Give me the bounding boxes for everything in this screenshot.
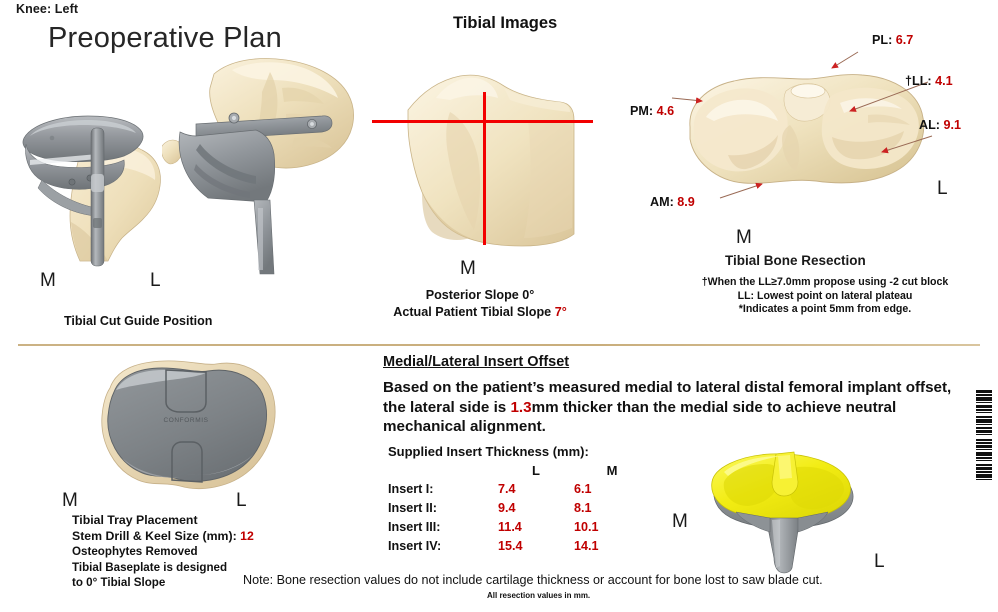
- actual-slope-value: 7°: [554, 305, 567, 319]
- callout-pm-value: 4.6: [656, 104, 675, 118]
- insert-4-label: Insert IV:: [388, 539, 442, 553]
- table-row: Insert I: 7.4 6.1: [388, 482, 650, 501]
- insert-4-lateral: 15.4: [498, 539, 523, 553]
- cutguide-medial-mark: M: [40, 270, 56, 291]
- insert-offset-paragraph: Based on the patient’s measured medial t…: [383, 378, 968, 437]
- insert-3-medial: 10.1: [574, 520, 599, 534]
- callout-pl-label: PL:: [872, 33, 896, 47]
- knee-side-label: Knee: Left: [16, 2, 79, 16]
- insert-col-lateral: L: [532, 463, 540, 478]
- tray-lateral-mark: L: [236, 490, 247, 511]
- insert-table-header-row: L M: [388, 462, 650, 482]
- implant-lateral-mark: L: [874, 551, 885, 572]
- callout-pl: PL: 6.7: [872, 33, 913, 47]
- insert-thickness-table: L M Insert I: 7.4 6.1 Insert II: 9.4 8.1…: [388, 462, 650, 558]
- tray-caption-block: Tibial Tray Placement Stem Drill & Keel …: [72, 513, 254, 591]
- insert-3-lateral: 11.4: [498, 520, 522, 534]
- resection-note-3: *Indicates a point 5mm from edge.: [738, 303, 912, 315]
- insert-1-lateral: 7.4: [498, 482, 516, 496]
- tray-placement-caption: Tibial Tray Placement: [72, 513, 198, 527]
- section-divider: [18, 344, 980, 346]
- crosshair-horizontal-line: [378, 120, 593, 123]
- stem-keel-label: Stem Drill & Keel Size (mm):: [72, 528, 241, 543]
- actual-slope-label: Actual Patient Tibial Slope: [393, 305, 555, 319]
- implant-medial-mark: M: [672, 511, 688, 532]
- slope-medial-mark: M: [460, 258, 476, 279]
- insert-2-lateral: 9.4: [498, 501, 516, 515]
- callout-pl-value: 6.7: [895, 33, 914, 47]
- cutguide-lateral-mark: L: [150, 270, 161, 291]
- insert-1-label: Insert I:: [388, 482, 434, 496]
- svg-text:CONFORMIS: CONFORMIS: [163, 417, 208, 424]
- tray-medial-mark: M: [62, 490, 78, 511]
- posterior-slope-label: Posterior Slope 0°: [425, 288, 535, 302]
- tibial-implant-assembly-graphic: [12, 98, 172, 273]
- baseplate-line-2: to 0° Tibial Slope: [72, 576, 166, 589]
- tibial-lateral-view-graphic: [378, 58, 593, 263]
- footer-sub-note: All resection values in mm.: [487, 591, 591, 600]
- crosshair-vertical-line: [483, 92, 486, 245]
- callout-am-label: AM:: [650, 195, 678, 209]
- insert-4-medial: 14.1: [574, 539, 599, 553]
- table-row: Insert II: 9.4 8.1: [388, 501, 650, 520]
- insert-3-label: Insert III:: [388, 520, 441, 534]
- offset-value: 1.3: [510, 398, 532, 416]
- tibial-cut-guide-graphic: [162, 52, 377, 277]
- callout-am-value: 8.9: [677, 195, 695, 209]
- offset-text-part2: mm thicker than the medial side to achie…: [383, 398, 897, 436]
- slope-caption-block: Posterior Slope 0° Actual Patient Tibial…: [380, 287, 580, 321]
- stem-keel-line: Stem Drill & Keel Size (mm): 12: [72, 529, 254, 545]
- callout-am: AM: 8.9: [650, 195, 695, 209]
- cutguide-caption: Tibial Cut Guide Position: [64, 314, 213, 328]
- resection-note-1: †When the LL≥7.0mm propose using -2 cut …: [701, 276, 949, 288]
- callout-al-label: AL:: [919, 118, 944, 132]
- callout-ll-value: 4.1: [935, 74, 953, 88]
- stem-keel-value: 12: [240, 528, 254, 543]
- barcode: [976, 390, 992, 590]
- resection-title: Tibial Bone Resection: [725, 253, 866, 268]
- insert-col-blank: [388, 462, 498, 482]
- osteophytes-line: Osteophytes Removed: [72, 545, 198, 558]
- section-title-tibial-images: Tibial Images: [453, 14, 558, 32]
- insert-offset-heading: Medial/Lateral Insert Offset: [383, 354, 570, 370]
- footer-note: Note: Bone resection values do not inclu…: [243, 573, 823, 587]
- resection-note-2: LL: Lowest point on lateral plateau: [737, 289, 913, 302]
- callout-pm-label: PM:: [630, 104, 657, 118]
- insert-2-label: Insert II:: [388, 501, 437, 515]
- supplied-thickness-heading: Supplied Insert Thickness (mm):: [388, 444, 589, 459]
- tibial-tray-axial-graphic: CONFORMIS: [88, 358, 284, 493]
- table-row: Insert IV: 15.4 14.1: [388, 539, 650, 558]
- resection-notes: †When the LL≥7.0mm propose using -2 cut …: [660, 276, 990, 317]
- resection-medial-mark: M: [736, 227, 752, 248]
- insert-col-medial: M: [606, 463, 618, 478]
- callout-ll: †LL: 4.1: [905, 74, 953, 88]
- insert-2-medial: 8.1: [574, 501, 592, 515]
- tibial-implant-yellow-graphic: [700, 448, 870, 576]
- callout-al: AL: 9.1: [919, 118, 961, 132]
- callout-al-value: 9.1: [943, 118, 961, 132]
- insert-1-medial: 6.1: [574, 482, 592, 496]
- callout-ll-label: †LL:: [905, 74, 936, 88]
- baseplate-line-1: Tibial Baseplate is designed: [72, 560, 228, 574]
- actual-slope-line: Actual Patient Tibial Slope 7°: [380, 304, 580, 321]
- offset-text-part1: Based on the patient’s measured medial t…: [383, 379, 952, 416]
- table-row: Insert III: 11.4 10.1: [388, 520, 650, 539]
- resection-lateral-mark: L: [937, 178, 948, 199]
- page-title: Preoperative Plan: [48, 22, 282, 54]
- tibial-resection-bone-graphic: [672, 55, 942, 220]
- callout-pm: PM: 4.6: [630, 104, 674, 118]
